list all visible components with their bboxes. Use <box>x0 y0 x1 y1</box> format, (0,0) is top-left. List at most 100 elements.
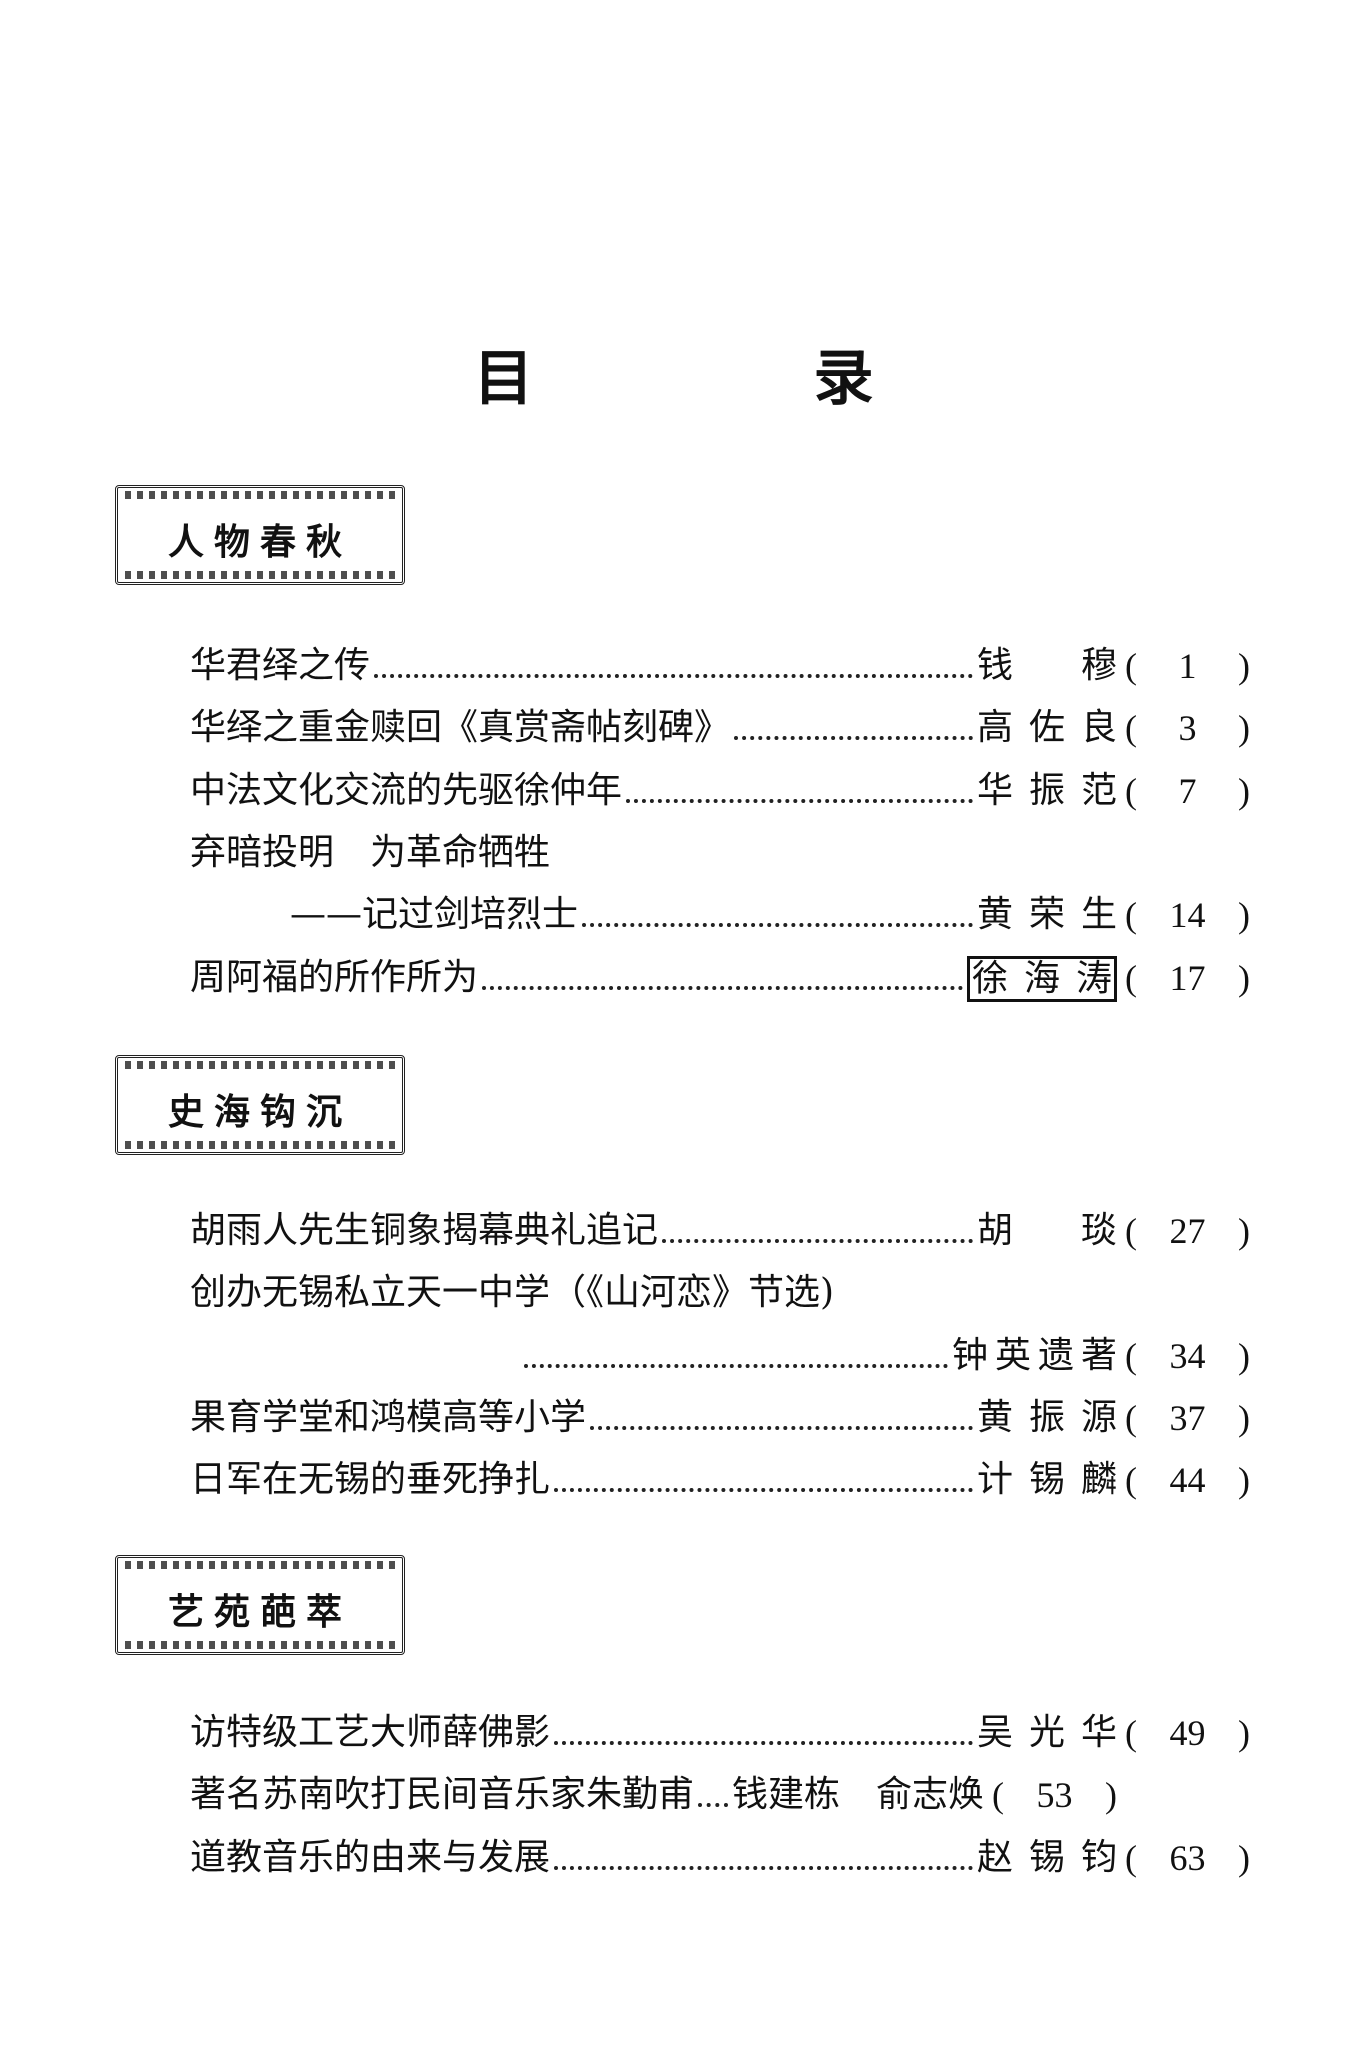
toc-entry[interactable]: 著名苏南吹打民间音乐家朱勤甫 钱建栋 俞志焕 (53) <box>190 1771 1250 1819</box>
page-number: 7 <box>1178 771 1197 811</box>
entry-title: 中法文化交流的先驱徐仲年 <box>190 770 623 811</box>
entry-page: (37) <box>1125 1394 1250 1442</box>
toc-entry[interactable]: 道教音乐的由来与发展 赵锡钧 (63) <box>190 1834 1250 1882</box>
toc-entry[interactable]: 胡雨人先生铜象揭幕典礼追记 胡 琰 (27) <box>190 1207 1250 1255</box>
paren: ) <box>1238 1398 1250 1438</box>
ornament-border <box>125 1141 395 1149</box>
entry-author: 高佐良 <box>977 707 1117 748</box>
ornament-border <box>125 491 395 499</box>
page-number: 49 <box>1169 1713 1206 1753</box>
entry-subtitle: ——记过剑培烈士 <box>290 894 579 935</box>
ornament-border <box>125 571 395 579</box>
entry-page: (27) <box>1125 1207 1250 1255</box>
page-number: 44 <box>1169 1460 1206 1500</box>
dot-leader <box>554 1866 973 1870</box>
entry-page: (49) <box>1125 1709 1250 1757</box>
toc-entry[interactable]: 访特级工艺大师薛佛影 吴光华 (49) <box>190 1709 1250 1757</box>
ornamental-frame <box>115 1555 405 1655</box>
paren: ( <box>1125 1398 1137 1438</box>
paren: ) <box>1238 958 1250 998</box>
toc-entry[interactable]: ——记过剑培烈士 黄荣生 (14) <box>190 891 1250 939</box>
entry-author: 胡 琰 <box>977 1210 1117 1251</box>
paren: ) <box>1238 708 1250 748</box>
dot-leader <box>482 986 963 990</box>
entry-page: (34) <box>1125 1332 1250 1380</box>
dot-leader <box>590 1426 973 1430</box>
entry-title: 日军在无锡的垂死挣扎 <box>190 1459 551 1500</box>
entry-title: 著名苏南吹打民间音乐家朱勤甫 <box>190 1774 695 1815</box>
toc-entry[interactable]: 周阿福的所作所为 徐海涛 (17) <box>190 954 1250 1002</box>
paren: ) <box>1238 1460 1250 1500</box>
entry-author: 吴光华 <box>977 1712 1117 1753</box>
entry-title: 华绎之重金赎回《真赏斋帖刻碑》 <box>190 707 731 748</box>
section-header-2: 史海钩沉 <box>115 1055 405 1155</box>
dot-leader <box>524 1364 948 1368</box>
entry-title: 创办无锡私立天一中学（《山河恋》节选) <box>190 1272 835 1313</box>
title-char: 录 <box>813 344 874 414</box>
section-header-3: 艺苑葩萃 <box>115 1555 405 1655</box>
entry-page: (63) <box>1125 1834 1250 1882</box>
entry-author: 计锡麟 <box>977 1459 1117 1500</box>
dot-leader <box>626 799 973 803</box>
entry-title: 弃暗投明 为革命牺牲 <box>190 832 551 873</box>
page-title: 目录 <box>0 330 1347 417</box>
dot-leader <box>374 674 973 678</box>
page-number: 37 <box>1169 1398 1206 1438</box>
paren: ( <box>1125 1713 1137 1753</box>
paren: ) <box>1238 895 1250 935</box>
paren: ( <box>1125 708 1137 748</box>
paren: ( <box>1125 1336 1137 1376</box>
paren: ( <box>1125 895 1137 935</box>
page-number: 14 <box>1169 895 1206 935</box>
entry-page: (3) <box>1125 704 1250 752</box>
entry-page: (44) <box>1125 1456 1250 1504</box>
ornamental-frame <box>115 485 405 585</box>
dot-leader <box>554 1741 973 1745</box>
paren: ) <box>1238 1336 1250 1376</box>
ornamental-frame <box>115 1055 405 1155</box>
entry-title: 果育学堂和鸿模高等小学 <box>190 1397 587 1438</box>
paren: ( <box>1125 771 1137 811</box>
page-number: 27 <box>1169 1211 1206 1251</box>
dot-leader <box>698 1803 729 1807</box>
paren: ) <box>1238 1713 1250 1753</box>
page-number: 3 <box>1178 708 1197 748</box>
paren: ) <box>1238 646 1250 686</box>
toc-entry[interactable]: 日军在无锡的垂死挣扎 计锡麟 (44) <box>190 1456 1250 1504</box>
page-number: 63 <box>1169 1838 1206 1878</box>
toc-entry[interactable]: 华绎之重金赎回《真赏斋帖刻碑》 高佐良 (3) <box>190 704 1250 752</box>
toc-entry[interactable]: 中法文化交流的先驱徐仲年 华振范 (7) <box>190 767 1250 815</box>
entry-author: 华振范 <box>977 770 1117 811</box>
entry-author: 黄振源 <box>977 1397 1117 1438</box>
paren: ) <box>1238 771 1250 811</box>
toc-entry-title-line[interactable]: 创办无锡私立天一中学（《山河恋》节选) <box>190 1269 1250 1317</box>
dot-leader <box>734 736 973 740</box>
entry-page: (7) <box>1125 767 1250 815</box>
toc-entry[interactable]: 华君绎之传 钱 穆 (1) <box>190 642 1250 690</box>
ornament-border <box>125 1061 395 1069</box>
paren: ( <box>1125 1211 1137 1251</box>
toc-entry[interactable]: 钟英遗著 (34) <box>190 1332 1250 1380</box>
title-char: 目 <box>473 344 534 414</box>
entry-title: 周阿福的所作所为 <box>190 957 479 998</box>
entry-author: 赵锡钧 <box>977 1837 1117 1878</box>
toc-entry[interactable]: 果育学堂和鸿模高等小学 黄振源 (37) <box>190 1394 1250 1442</box>
entry-author: 钱建栋 俞志焕 <box>732 1774 985 1815</box>
entry-page: (17) <box>1125 954 1250 1002</box>
toc-entry-title-line[interactable]: 弃暗投明 为革命牺牲 <box>190 829 1250 877</box>
entry-title: 道教音乐的由来与发展 <box>190 1837 551 1878</box>
paren: ( <box>1125 1838 1137 1878</box>
dot-leader <box>662 1239 973 1243</box>
entry-author: 钱 穆 <box>977 645 1117 686</box>
page-number: 17 <box>1169 958 1206 998</box>
section-header-1: 人物春秋 <box>115 485 405 585</box>
section-label: 史海钩沉 <box>167 1092 352 1133</box>
paren: ) <box>1105 1775 1118 1815</box>
dot-leader <box>554 1488 973 1492</box>
paren: ( <box>1125 646 1137 686</box>
paren: ( <box>1125 1460 1137 1500</box>
entry-author: 黄荣生 <box>977 894 1117 935</box>
paren: ( <box>1125 958 1137 998</box>
entry-author: 钟英遗著 <box>952 1335 1117 1376</box>
dot-leader <box>582 923 973 927</box>
